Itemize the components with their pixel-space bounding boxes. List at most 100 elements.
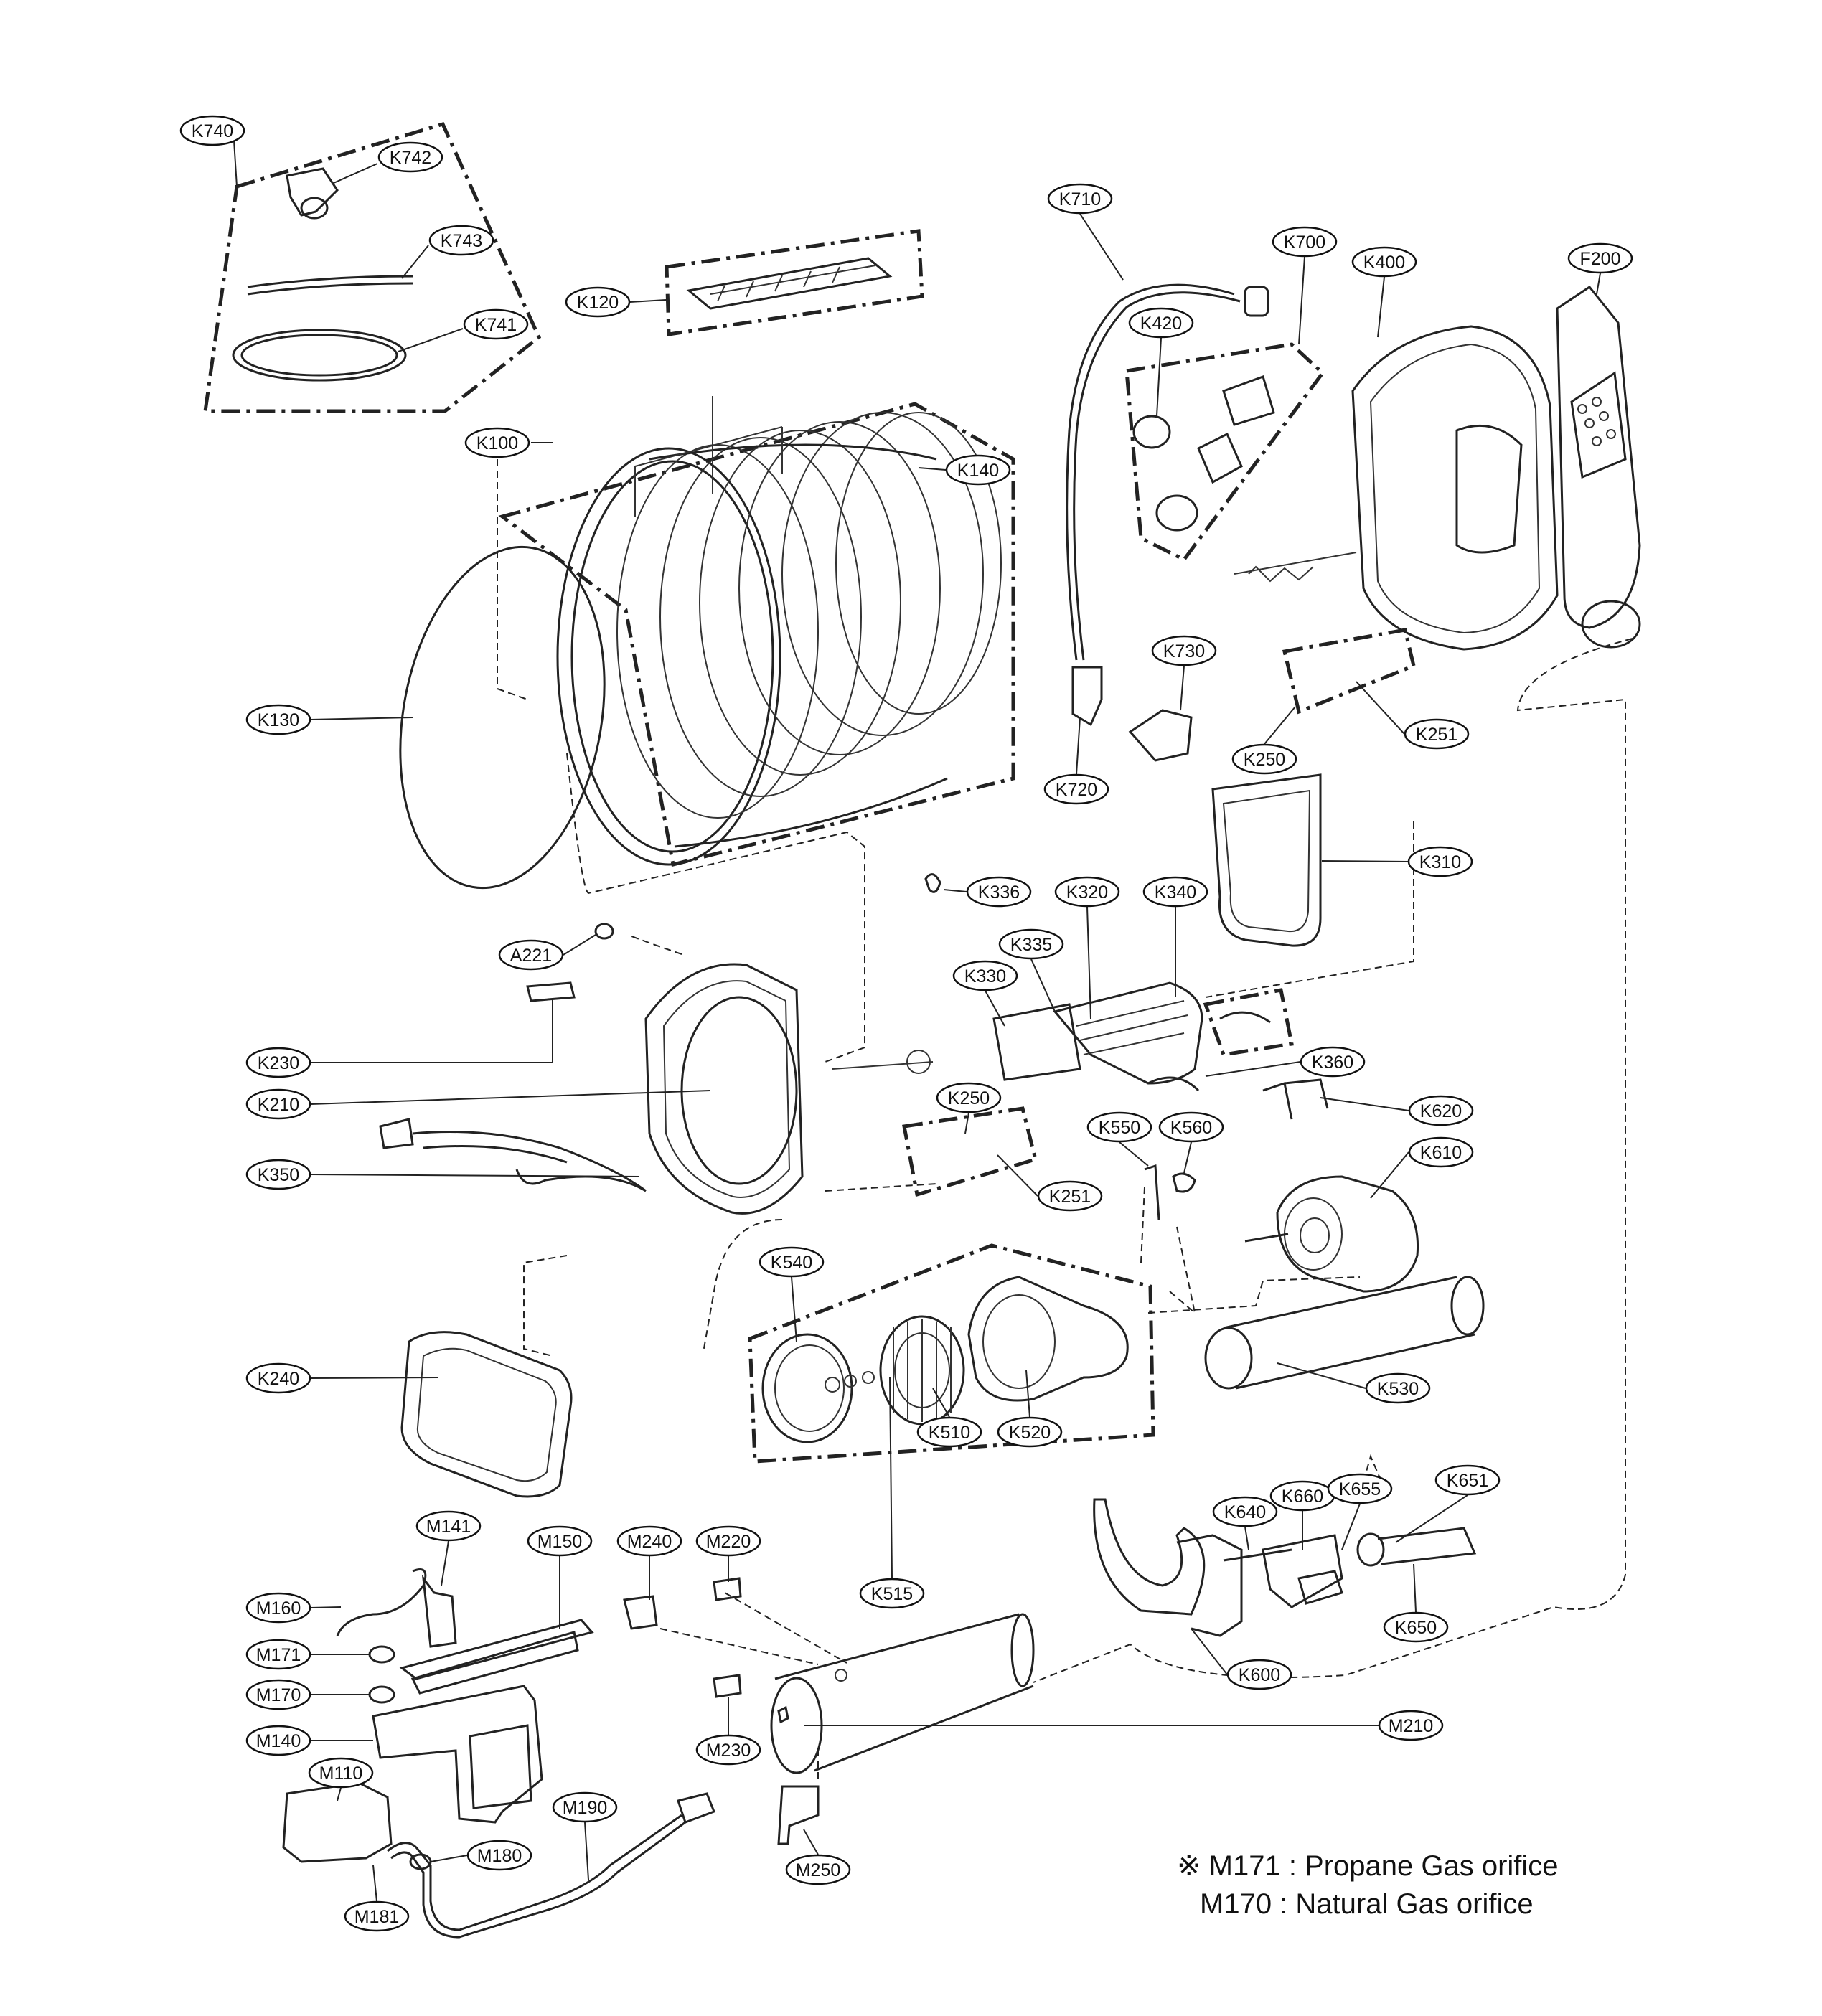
label-bubble — [245, 1592, 311, 1624]
part-label-k320: K320 — [1054, 876, 1120, 908]
label-text: K310 — [1419, 852, 1461, 872]
part-label-k210: K210 — [245, 1088, 311, 1120]
note-line1-text: M171 : Propane Gas orifice — [1208, 1850, 1559, 1882]
label-bubble — [916, 1416, 982, 1448]
label-bubble — [1231, 743, 1297, 775]
gas-orifice-note-line2: M170 : Natural Gas orifice — [1200, 1888, 1534, 1921]
label-bubble — [308, 1757, 374, 1789]
part-label-m181: M181 — [344, 1900, 410, 1932]
combustion-duct-M210 — [623, 1577, 1035, 1845]
part-label-k251: K251 — [1404, 718, 1470, 750]
part-label-k360: K360 — [1300, 1046, 1366, 1078]
label-bubble — [616, 1525, 682, 1557]
part-label-m141: M141 — [415, 1510, 482, 1542]
group-boundaries — [203, 121, 1416, 1464]
part-label-k100: K100 — [464, 427, 530, 458]
label-bubble — [428, 225, 494, 256]
label-text: K360 — [1312, 1052, 1353, 1073]
label-bubble — [1404, 718, 1470, 750]
label-bubble — [1272, 226, 1338, 258]
label-text: K240 — [258, 1369, 299, 1389]
label-bubble — [1047, 183, 1113, 215]
label-bubble — [245, 1639, 311, 1670]
hose-kit — [232, 167, 413, 382]
label-bubble — [1408, 1136, 1474, 1168]
label-text: K540 — [771, 1253, 812, 1273]
blower-assembly — [761, 1276, 1129, 1443]
part-label-m160: M160 — [245, 1592, 311, 1624]
part-label-k700: K700 — [1272, 226, 1338, 258]
part-label-k741: K741 — [463, 308, 529, 340]
label-text: K530 — [1377, 1379, 1419, 1399]
part-label-k350: K350 — [245, 1159, 311, 1190]
callout-lines — [233, 140, 1601, 1902]
label-text: K335 — [1010, 935, 1052, 955]
part-label-k120: K120 — [565, 286, 631, 318]
label-text: M220 — [706, 1532, 751, 1552]
label-bubble — [245, 704, 311, 735]
part-label-k510: K510 — [916, 1416, 982, 1448]
part-label-k600: K600 — [1226, 1659, 1292, 1690]
label-bubble — [245, 1047, 311, 1078]
label-text: K700 — [1284, 232, 1325, 253]
label-bubble — [179, 115, 245, 146]
label-text: K640 — [1224, 1502, 1266, 1522]
label-text: K510 — [929, 1423, 970, 1443]
label-text: M190 — [563, 1798, 608, 1818]
label-bubble — [945, 454, 1011, 486]
label-text: K515 — [871, 1584, 913, 1604]
gas-orifice-note-line1: ※ M171 : Propane Gas orifice — [1177, 1850, 1559, 1883]
label-text: K100 — [476, 433, 518, 453]
part-label-k230: K230 — [245, 1047, 311, 1078]
label-text: M110 — [319, 1763, 363, 1784]
label-text: K550 — [1099, 1118, 1140, 1138]
label-text: K320 — [1066, 882, 1108, 903]
label-bubble — [1212, 1496, 1278, 1527]
label-bubble — [1086, 1111, 1152, 1143]
part-label-k720: K720 — [1043, 773, 1109, 805]
label-bubble — [527, 1525, 593, 1557]
label-bubble — [998, 928, 1064, 960]
lint-filter-parts — [924, 773, 1322, 1092]
label-bubble — [1043, 773, 1109, 805]
part-label-m220: M220 — [695, 1525, 761, 1557]
label-bubble — [695, 1525, 761, 1557]
label-text: K710 — [1059, 189, 1101, 209]
label-text: K720 — [1056, 780, 1097, 800]
label-text: K741 — [475, 315, 517, 335]
part-label-k400: K400 — [1351, 246, 1417, 278]
label-bubble — [1054, 876, 1120, 908]
label-text: K130 — [258, 710, 299, 730]
label-text: K336 — [978, 882, 1020, 903]
label-bubble — [464, 427, 530, 458]
label-text: M180 — [477, 1846, 522, 1866]
label-text: K610 — [1420, 1143, 1462, 1163]
label-bubble — [1383, 1611, 1449, 1643]
part-label-k335: K335 — [998, 928, 1064, 960]
part-label-k530: K530 — [1365, 1372, 1431, 1404]
part-label-k336: K336 — [966, 876, 1032, 908]
label-bubble — [245, 1725, 311, 1756]
label-text: K520 — [1009, 1423, 1051, 1443]
part-label-m140: M140 — [245, 1725, 311, 1756]
label-text: M170 — [256, 1685, 301, 1705]
label-text: K742 — [390, 148, 431, 168]
label-text: M210 — [1389, 1716, 1434, 1736]
label-bubble — [498, 939, 564, 971]
label-bubble — [1407, 846, 1473, 877]
label-bubble — [1151, 635, 1217, 666]
label-text: M250 — [796, 1860, 841, 1880]
label-text: F200 — [1580, 249, 1621, 269]
label-bubble — [565, 286, 631, 318]
front-bulkhead — [379, 923, 934, 1215]
part-label-k743: K743 — [428, 225, 494, 256]
label-bubble — [759, 1246, 825, 1278]
label-text: K651 — [1447, 1471, 1488, 1491]
label-bubble — [344, 1900, 410, 1932]
label-text: K210 — [258, 1095, 299, 1115]
label-bubble — [415, 1510, 482, 1542]
part-label-k740: K740 — [179, 115, 245, 146]
motor-K610 — [1144, 1078, 1485, 1390]
label-bubble — [1408, 1095, 1474, 1126]
